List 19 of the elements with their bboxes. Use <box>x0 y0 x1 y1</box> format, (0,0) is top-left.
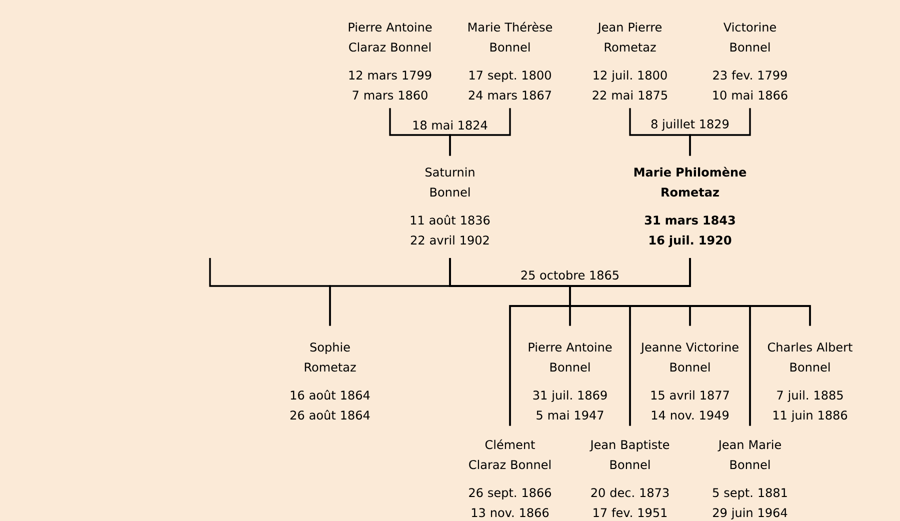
person-entry: Jean Marie Bonnel 5 sept. 1881 29 juin 1964 <box>712 440 788 520</box>
person-entry: Clément Claraz Bonnel 26 sept. 1866 13 nov. 1866 <box>469 439 552 518</box>
edge-label: 8 juillet 1829 <box>649 118 731 132</box>
person-entry: Pierre Antoine Bonnel 31 juil. 1869 5 mai 1947 <box>528 342 612 420</box>
person-entry: Jean Pierre Rometaz 12 juil. 1800 22 mai 1875 <box>592 22 668 100</box>
person-entry: Pierre Antoine Claraz Bonnel 12 mars 1799 7 mars 1860 <box>348 22 432 100</box>
connector-line <box>449 108 511 156</box>
edge-label: 18 mai 1824 <box>410 118 490 132</box>
person-entry: Marie Thérèse Bonnel 17 sept. 1800 24 mars 1867 <box>468 22 552 100</box>
person-entry: Sophie Rometaz 16 août 1864 26 août 1864 <box>290 342 370 420</box>
person-entry: Saturnin Bonnel 11 août 1836 22 avril 1902 <box>410 167 490 245</box>
connector-line <box>569 258 751 426</box>
edge-label: 25 octobre 1865 <box>518 268 622 282</box>
person-entry: Jean Baptiste Bonnel 20 dec. 1873 17 fev. 1951 <box>590 440 670 518</box>
person-entry: Jeanne Victorine Bonnel 15 avril 1877 14 nov. 1949 <box>640 342 738 420</box>
person-entry: Marie Philomène Rometaz 31 mars 1843 16 juil. 1920 <box>634 166 746 248</box>
connector-line <box>689 108 751 156</box>
person-entry: Charles Albert Bonnel 7 juil. 1885 11 juin 1886 <box>768 342 852 422</box>
person-entry: Victorine Bonnel 23 fev. 1799 10 mai 1866 <box>713 22 788 100</box>
